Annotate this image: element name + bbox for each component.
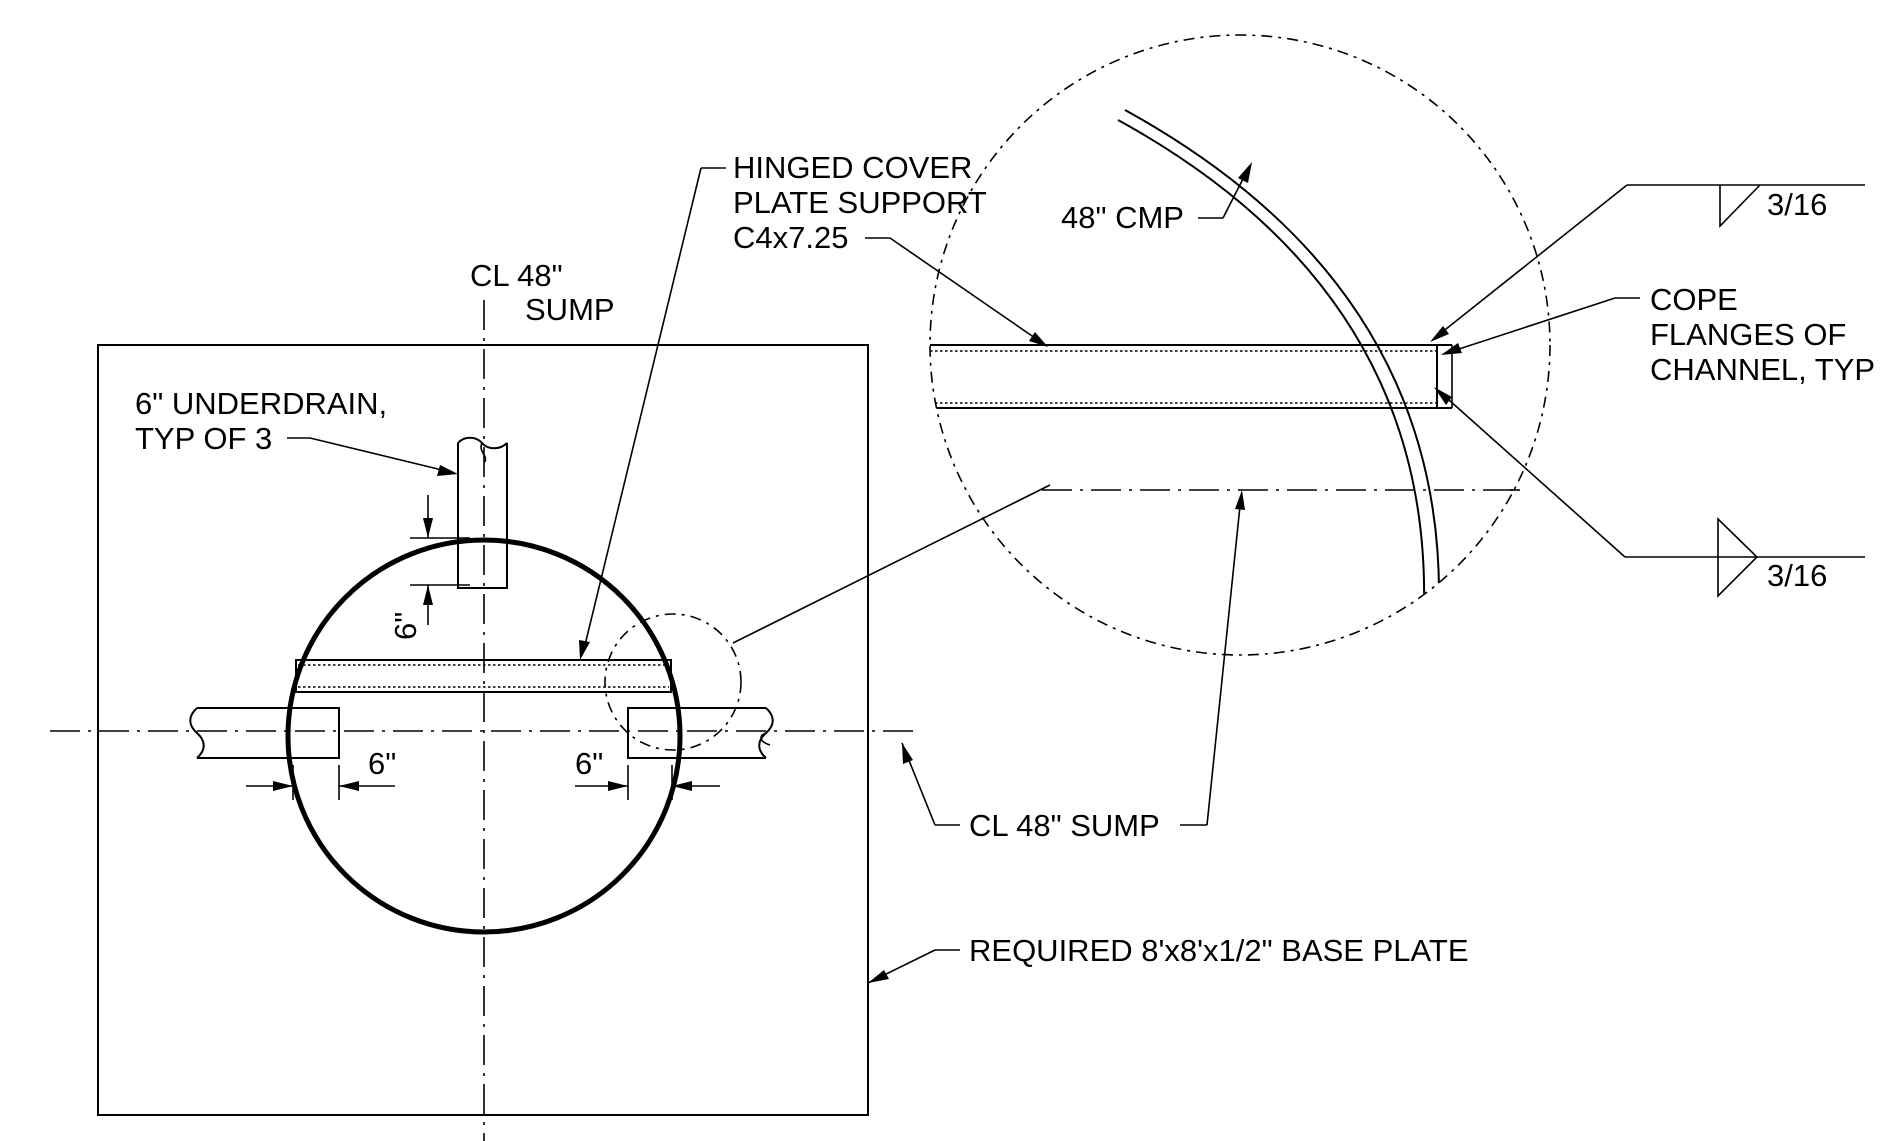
hinged-cover-leader-plan: [579, 167, 726, 660]
detail-callout-circle: [604, 613, 742, 751]
underdrain-pipe-right: [627, 707, 774, 759]
dimension-vertical-6in: [410, 495, 470, 625]
cope-label-line1: COPE: [1650, 282, 1738, 317]
cl-sump-top-label-line2: SUMP: [525, 292, 615, 327]
cmp-leader: [1198, 162, 1252, 219]
weld-symbol-bottom: [1434, 387, 1865, 598]
base-plate-leader: [867, 949, 960, 984]
dimension-left-6in-label: 6": [368, 746, 396, 781]
dimension-vertical-6in-label: 6": [388, 612, 423, 640]
hinged-cover-label-line1: HINGED COVER: [733, 150, 972, 185]
cope-label-line3: CHANNEL, TYP: [1650, 352, 1875, 387]
underdrain-leader: [287, 437, 458, 476]
weld-bottom-size: 3/16: [1767, 558, 1827, 593]
underdrain-pipe-left: [189, 707, 340, 759]
cmp-label: 48" CMP: [1061, 200, 1184, 235]
sump-circle: [285, 537, 683, 935]
channel-support-plan: [295, 659, 672, 693]
hinged-cover-label-line3: C4x7.25: [733, 220, 848, 255]
dimension-right-6in: [575, 765, 720, 800]
hinged-cover-label-line2: PLATE SUPPORT: [733, 185, 987, 220]
cl-sump-top-label-line1: CL 48": [470, 258, 563, 293]
dimension-left-6in: [246, 765, 395, 800]
detail-callout-leader: [732, 484, 1051, 644]
weld-symbol-top: [1430, 184, 1865, 342]
cl-sump-right-label: CL 48" SUMP: [969, 808, 1160, 843]
cl-sump-leader: [901, 490, 1245, 826]
cope-label-line2: FLANGES OF: [1650, 317, 1846, 352]
underdrain-label-line2: TYP OF 3: [135, 421, 272, 456]
enlarged-detail-circle: [929, 34, 1551, 656]
base-plate-outline: [97, 344, 869, 1116]
channel-support-detail: [930, 344, 1453, 409]
underdrain-label-line1: 6" UNDERDRAIN,: [135, 386, 387, 421]
weld-top-size: 3/16: [1767, 187, 1827, 222]
cmp-wall-outer: [1124, 109, 1440, 655]
cope-leader: [1441, 297, 1640, 355]
base-plate-label: REQUIRED 8'x8'x1/2" BASE PLATE: [969, 933, 1469, 968]
hinged-cover-leader-detail: [865, 237, 1048, 347]
dimension-right-6in-label: 6": [575, 746, 603, 781]
cmp-wall-inner: [1117, 119, 1426, 655]
underdrain-pipe-top: [457, 436, 508, 589]
